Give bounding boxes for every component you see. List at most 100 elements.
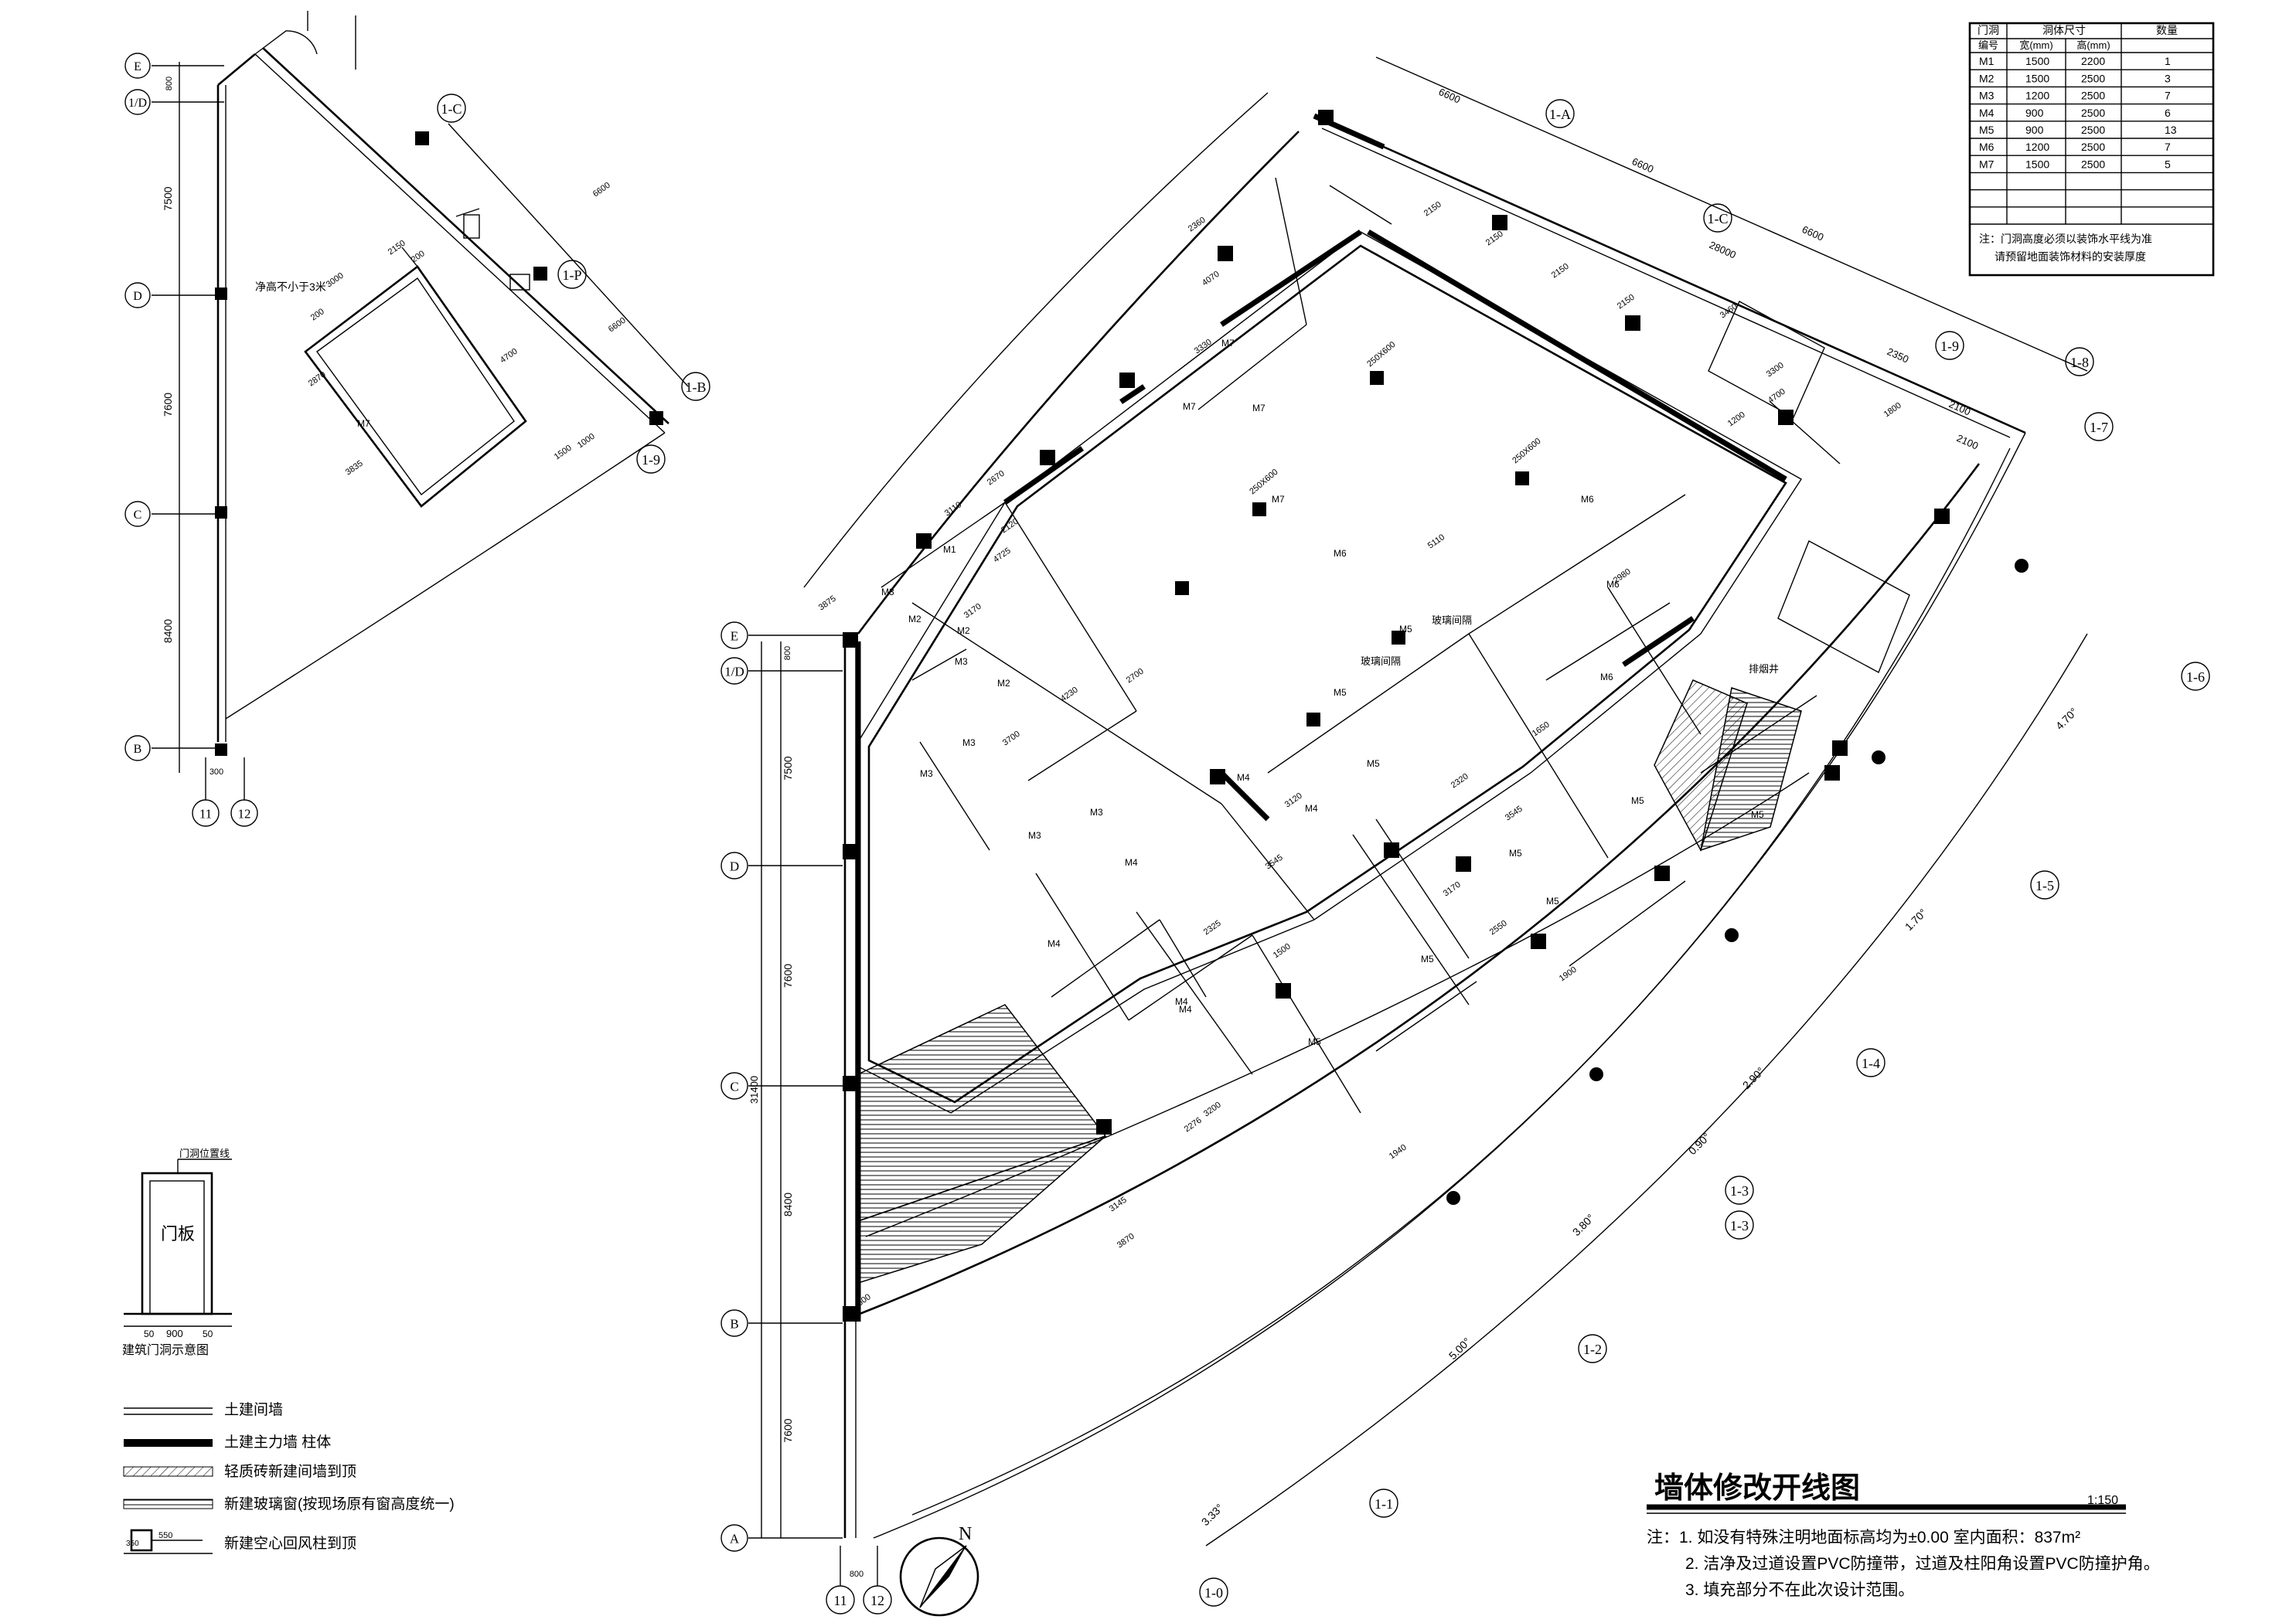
structural-column — [1625, 315, 1640, 331]
door-table-header-size: 洞体尺寸 — [2042, 24, 2086, 36]
inset-room-dim: 3000 — [325, 271, 346, 290]
door-table-cell: M7 — [1979, 158, 1995, 170]
door-table-cell: 900 — [2025, 124, 2044, 136]
radial-dim: 6600 — [1630, 155, 1656, 175]
plan-dim: 2120 — [1000, 517, 1020, 536]
radial-grid-1-6: 1-6 — [2186, 669, 2205, 685]
structural-column — [1276, 983, 1291, 999]
radial-grid-1-8: 1-8 — [2070, 355, 2089, 370]
door-dim-right: 50 — [203, 1329, 213, 1339]
inset-grid-1-D-circle — [124, 89, 151, 115]
inset-room-dim: 2150 — [387, 239, 407, 257]
plan-dim: 3170 — [1442, 880, 1463, 899]
door-label-M3: M3 — [1028, 830, 1041, 841]
structural-column — [1778, 410, 1794, 425]
grid-dim: 7500 — [782, 756, 794, 780]
grid-dim: 7600 — [782, 964, 794, 988]
door-panel-label: 门板 — [161, 1224, 195, 1244]
radial-grid-1-3: 1-3 — [1730, 1183, 1749, 1199]
inset-dim: 8400 — [162, 619, 174, 643]
door-table-cell: 1500 — [2025, 72, 2049, 84]
radial-grid-1-6-circle — [2181, 662, 2210, 691]
grid-D: D — [730, 859, 739, 873]
inset-dim-small: 800 — [165, 77, 174, 90]
inset-room-dim: 6600 — [591, 181, 612, 199]
inset-room-dim: 200 — [309, 307, 326, 322]
plan-dim: 1650 — [1531, 720, 1552, 739]
door-label-M2: M2 — [997, 678, 1010, 689]
grid-A: A — [730, 1531, 740, 1546]
door-table-cell: 2500 — [2081, 90, 2105, 102]
radial-grid-1-1-circle — [1369, 1489, 1398, 1518]
plan-dim: 3200 — [1202, 1101, 1223, 1119]
radial-grid-1-C: 1-C — [1708, 211, 1729, 226]
door-table-cell: M5 — [1979, 124, 1995, 136]
inset-tag-circle — [437, 94, 466, 123]
grid-B-circle — [720, 1309, 748, 1337]
radial-grid-1-5-circle — [2030, 870, 2059, 900]
plan-dim: 3870 — [1116, 1232, 1136, 1250]
plan-dim: 2700 — [1125, 667, 1146, 686]
radial-grid-1-3-circle — [1725, 1210, 1754, 1240]
grid-E-circle — [720, 621, 748, 649]
legend: 550 350 土建间墙 土建主力墙 柱体 轻质砖新建间墙到顶 新建玻璃窗(按现… — [123, 1401, 455, 1554]
plan-dim: 1200 — [1726, 410, 1747, 429]
door-label-M5: M5 — [1308, 1036, 1321, 1047]
door-label-M3: M3 — [962, 737, 976, 748]
door-table-cell: M2 — [1979, 72, 1995, 84]
plan-label-glass-partition: 玻璃间隔 — [1361, 655, 1401, 667]
door-label-M5: M5 — [1509, 848, 1522, 859]
radial-grid-1-C-circle — [1703, 203, 1732, 233]
grid-12: 12 — [870, 1593, 884, 1608]
inset-room-dim: 6600 — [607, 316, 628, 335]
door-label-M4: M4 — [1305, 803, 1318, 814]
radial-dim: 6600 — [1800, 223, 1826, 243]
grid-11: 11 — [833, 1593, 847, 1608]
radial-grid-1-9-circle — [1935, 331, 1964, 360]
legend-label-3: 新建玻璃窗(按现场原有窗高度统一) — [224, 1495, 455, 1512]
structural-column — [843, 632, 858, 648]
structural-column — [843, 1076, 858, 1091]
door-table-cell: M1 — [1979, 55, 1995, 67]
door-table-note-1: 注：门洞高度必须以装饰水平线为准 — [1979, 233, 2152, 245]
grid-D-circle — [720, 852, 748, 880]
inset-dim: 7600 — [162, 393, 174, 417]
door-table-cell: 5 — [2165, 158, 2171, 170]
radial-angle: 4.70° — [2053, 706, 2080, 733]
inset-grid-1-D: 1/D — [128, 97, 147, 110]
structural-column — [1824, 765, 1840, 781]
door-table-cell: 900 — [2025, 107, 2044, 119]
door-label-M7: M7 — [1183, 401, 1196, 412]
door-table-cell: 1500 — [2025, 55, 2049, 67]
north-label: N — [959, 1524, 972, 1544]
grid-C: C — [730, 1079, 738, 1094]
inset-room-dim: 1000 — [576, 432, 597, 451]
door-label-M3: M3 — [881, 587, 894, 597]
door-dim-mid: 900 — [166, 1328, 183, 1339]
radial-angle: 1.70° — [1903, 907, 1930, 934]
door-label-M6: M6 — [1334, 548, 1347, 559]
plan-dim: 3170 — [962, 602, 983, 621]
door-table-cell: 7 — [2165, 141, 2171, 153]
structural-column — [1654, 866, 1670, 881]
radial-dim: 2100 — [1955, 432, 1981, 451]
grid-B: B — [730, 1316, 738, 1331]
plan-dim: 2325 — [1202, 919, 1223, 937]
inset-tag: 1-P — [562, 267, 581, 283]
radial-grid-1-0-circle — [1199, 1577, 1228, 1607]
grid-dim: 7600 — [782, 1418, 794, 1442]
door-label-M6: M6 — [1581, 494, 1594, 505]
north-arrow-icon: N — [899, 1524, 979, 1617]
door-line-label: 门洞位置线 — [179, 1148, 230, 1159]
inset-grid-E-circle — [124, 53, 151, 79]
structural-column — [1318, 110, 1334, 125]
plan-dim: 3545 — [1264, 853, 1285, 872]
inset-note-height: 净高不小于3米 — [255, 281, 326, 293]
radial-grid-1-7-circle — [2084, 412, 2114, 441]
plan-dim: 3875 — [817, 594, 838, 613]
structural-column — [1119, 373, 1135, 388]
plan-dim: 3545 — [1504, 805, 1524, 823]
inset-grid-D: D — [133, 290, 142, 303]
plan-dim: 2150 — [1550, 262, 1571, 281]
